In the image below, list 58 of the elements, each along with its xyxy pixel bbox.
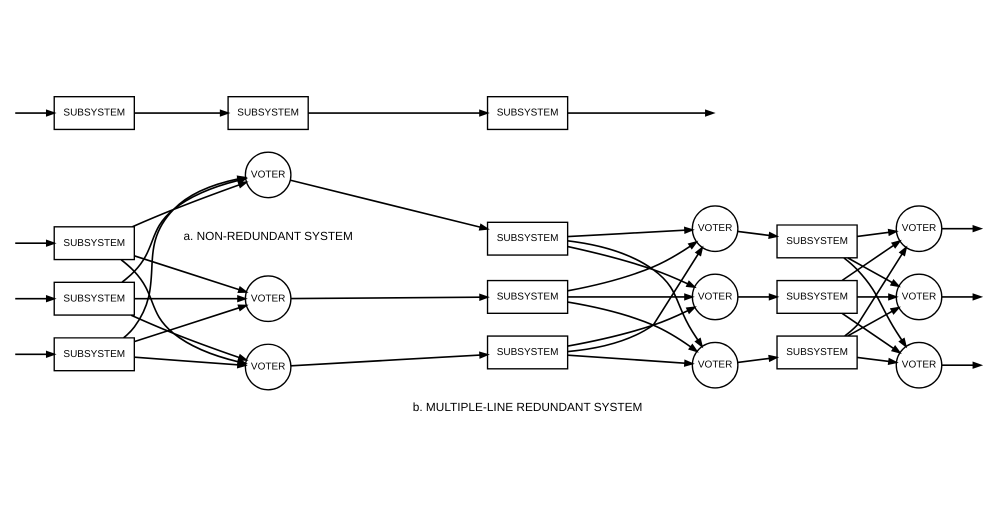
node-circle: VOTER <box>244 275 292 322</box>
node-box: SUBSYSTEM <box>486 280 568 314</box>
node-box: SUBSYSTEM <box>776 224 858 258</box>
arrow <box>568 109 716 117</box>
arrow <box>738 354 780 364</box>
node-circle: VOTER <box>896 273 942 320</box>
arrow <box>15 350 57 358</box>
arrow <box>15 295 57 302</box>
arrow <box>857 356 899 366</box>
node-box: SUBSYSTEM <box>486 335 568 370</box>
node-box: SUBSYSTEM <box>54 282 135 316</box>
label: a. NON-REDUNDANT SYSTEM <box>183 228 353 243</box>
node-box: SUBSYSTEM <box>54 96 135 130</box>
arrow <box>290 179 490 231</box>
arrow <box>847 257 901 288</box>
arrow <box>134 304 249 342</box>
node-circle: VOTER <box>692 342 739 389</box>
label: b. MULTIPLE-LINE REDUNDANT SYSTEM <box>412 400 642 414</box>
node-circle: VOTER <box>244 151 292 198</box>
node-box: SUBSYSTEM <box>227 96 309 130</box>
arrow <box>942 224 984 232</box>
node-circle: VOTER <box>896 342 942 389</box>
arrow <box>134 109 230 117</box>
node-circle: VOTER <box>692 205 739 252</box>
arrow <box>942 293 984 301</box>
node-circle: VOTER <box>692 273 739 320</box>
arrow <box>568 354 695 367</box>
arrow <box>844 246 908 337</box>
arrow <box>847 306 901 337</box>
node-box: SUBSYSTEM <box>486 222 568 256</box>
arrow <box>291 294 490 301</box>
arrow <box>568 226 695 238</box>
node-circle: VOTER <box>896 205 942 252</box>
node-box: SUBSYSTEM <box>776 280 858 314</box>
arrow <box>842 240 902 282</box>
node-box: SUBSYSTEM <box>776 335 858 370</box>
arrow <box>132 181 249 228</box>
arrow <box>134 255 249 293</box>
arrow <box>15 240 57 247</box>
arrow <box>290 351 490 367</box>
arrow <box>134 295 248 302</box>
arrow <box>842 312 902 354</box>
arrow <box>568 301 699 353</box>
node-box: SUBSYSTEM <box>54 226 135 260</box>
arrow <box>843 257 908 348</box>
arrow <box>738 293 780 301</box>
arrow <box>568 306 697 347</box>
arrow <box>568 293 695 301</box>
arrow <box>857 293 899 301</box>
arrow <box>738 230 780 240</box>
arrow <box>15 109 57 117</box>
node-box: SUBSYSTEM <box>54 337 135 372</box>
node-box: SUBSYSTEM <box>486 96 568 130</box>
arrow <box>857 228 899 238</box>
arrow <box>942 361 984 369</box>
node-circle: VOTER <box>244 344 292 390</box>
arrow <box>130 314 249 361</box>
arrow <box>308 109 490 117</box>
